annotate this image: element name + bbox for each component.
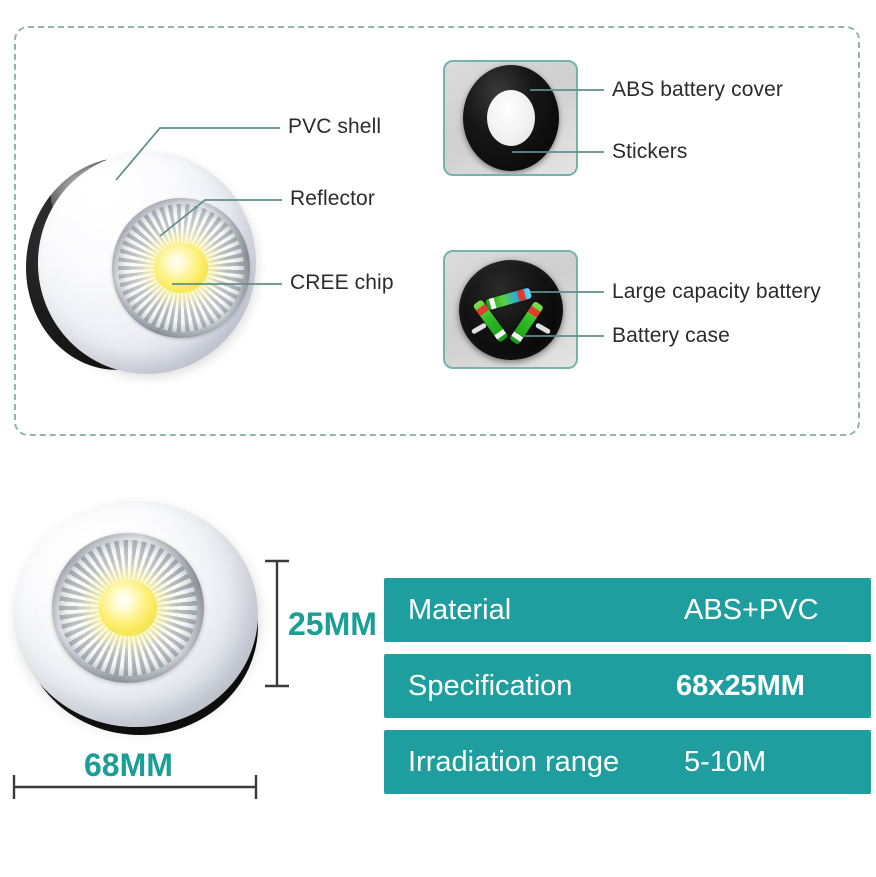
battery-case-disc	[458, 259, 563, 360]
spec-value-irradiation-range: 5-10M	[684, 745, 767, 778]
spec-key-irradiation-range: Irradiation range	[408, 745, 620, 778]
reflector-ring	[112, 198, 250, 338]
puck-shell	[14, 501, 258, 727]
callout-label-large-capacity-battery: Large capacity battery	[612, 280, 821, 303]
spec-key-material: Material	[408, 593, 512, 626]
callout-label-pvc-shell: PVC shell	[288, 115, 382, 138]
battery-case-photo	[443, 250, 578, 369]
table-row: Specification 68x25MM	[384, 654, 871, 718]
abs-cover-ring	[462, 65, 559, 171]
height-dimension-label: 25MM	[288, 606, 377, 642]
callout-label-battery-case: Battery case	[612, 324, 730, 347]
spec-value-material: ABS+PVC	[684, 593, 819, 626]
cob-led-chip	[99, 580, 157, 636]
sticker-disc	[486, 90, 535, 146]
specification-table: Material ABS+PVC Specification 68x25MM I…	[384, 578, 871, 806]
callout-label-cree-chip: CREE chip	[290, 271, 394, 294]
case-tab	[534, 321, 551, 335]
cob-led-chip	[154, 243, 208, 293]
battery-cover-photo	[443, 60, 578, 176]
spec-key-specification: Specification	[408, 669, 573, 702]
led-puck-light-angled-image	[24, 150, 274, 380]
callout-label-stickers: Stickers	[612, 140, 688, 163]
led-puck-light-front-image	[10, 495, 270, 745]
reflector-ring	[52, 533, 204, 683]
table-row: Irradiation range 5-10M	[384, 730, 871, 794]
width-dimension-label: 68MM	[84, 747, 173, 783]
reflector-facets	[59, 540, 197, 676]
callout-label-reflector: Reflector	[290, 187, 375, 210]
case-tab	[470, 321, 487, 335]
spec-value-specification: 68x25MM	[676, 669, 805, 702]
callout-label-abs-battery-cover: ABS battery cover	[612, 78, 783, 101]
puck-shell	[38, 152, 256, 374]
table-row: Material ABS+PVC	[384, 578, 871, 642]
battery-cell	[484, 286, 532, 311]
